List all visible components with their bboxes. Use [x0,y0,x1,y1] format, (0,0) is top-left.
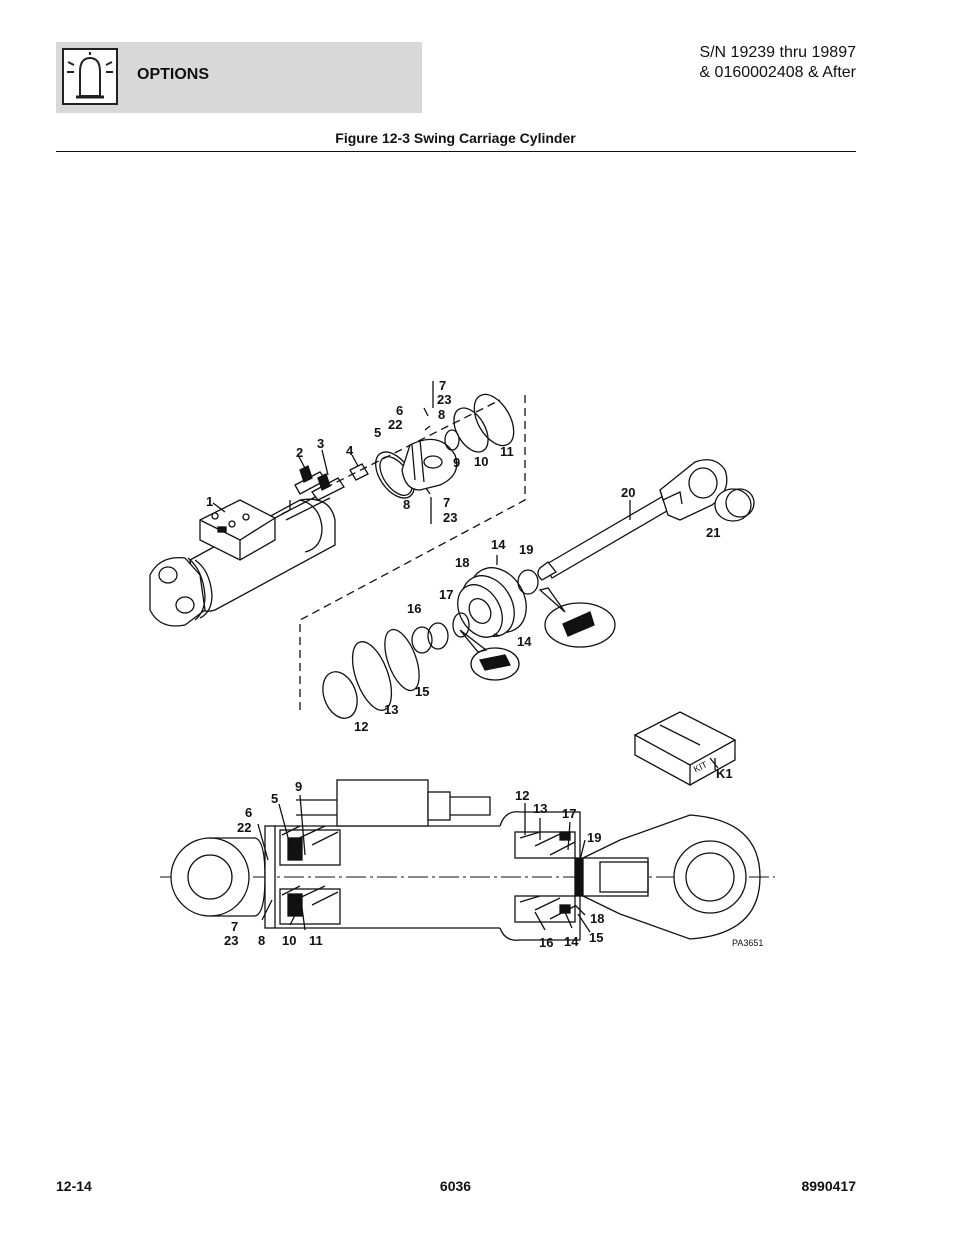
section-callout-8: 8 [258,933,265,948]
callout-7-top: 7 [439,378,446,393]
serial-line-1: S/N 19239 thru 19897 [699,44,856,61]
beacon-light-icon [62,48,118,105]
callout-8-top: 8 [438,407,445,422]
callout-5: 5 [374,425,381,440]
section-callout-5: 5 [271,791,278,806]
callout-k1: K1 [716,766,733,781]
art-code: PA3651 [732,938,763,948]
callout-22: 22 [388,417,402,432]
section-callout-13: 13 [533,801,547,816]
callout-8-bottom: 8 [403,497,410,512]
callout-14-top: 14 [491,537,506,552]
section-callout-10: 10 [282,933,296,948]
callout-19: 19 [519,542,533,557]
cylinder-barrel [149,498,336,627]
callout-23-bottom: 23 [443,510,457,525]
section-callout-11: 11 [309,933,323,948]
section-title: OPTIONS [137,66,210,83]
section-callout-18: 18 [590,911,604,926]
callout-13: 13 [384,702,398,717]
page-number: 12-14 [56,1178,92,1194]
section-callout-14: 14 [564,934,579,949]
seal-kit-box: KIT [633,711,737,787]
section-view [160,758,775,941]
callout-10: 10 [474,454,488,469]
callout-23-top: 23 [437,392,451,407]
callout-20: 20 [621,485,635,500]
callout-1: 1 [206,494,213,509]
callout-16: 16 [407,601,421,616]
port-block [199,491,331,561]
section-callout-19: 19 [587,830,601,845]
callout-12: 12 [354,719,368,734]
callout-17: 17 [439,587,453,602]
section-callout-23: 23 [224,933,238,948]
callout-11: 11 [500,444,514,459]
section-callout-9: 9 [295,779,302,794]
section-callout-22: 22 [237,820,251,835]
seal-detail-bubbles [459,587,616,681]
head-seal-kit [375,393,515,499]
document-number: 8990417 [801,1178,856,1194]
section-callout-12: 12 [515,788,529,803]
cartridge-valves [212,449,369,513]
callout-2: 2 [296,445,303,460]
callout-3: 3 [317,436,324,451]
serial-range: S/N 19239 thru 19897 & 0160002408 & Afte… [699,43,856,83]
callout-21: 21 [706,525,720,540]
callout-14-bottom: 14 [517,634,532,649]
callout-9: 9 [453,455,460,470]
callout-18: 18 [455,555,469,570]
callout-15: 15 [415,684,429,699]
piston-seal-kit [322,555,539,719]
callout-6: 6 [396,403,403,418]
header-banner: OPTIONS [56,42,422,113]
figure-title: Figure 12-3 Swing Carriage Cylinder [335,130,576,146]
section-callout-16: 16 [539,935,553,950]
header-rule [56,151,856,152]
section-callout-17: 17 [562,806,576,821]
section-callout-15: 15 [589,930,603,945]
callout-4: 4 [346,443,354,458]
piston-rod [537,459,755,581]
section-callout-6: 6 [245,805,252,820]
model-number: 6036 [439,1178,472,1194]
serial-line-2: & 0160002408 & After [699,64,856,81]
callout-7-bottom: 7 [443,495,450,510]
section-callout-7: 7 [231,919,238,934]
